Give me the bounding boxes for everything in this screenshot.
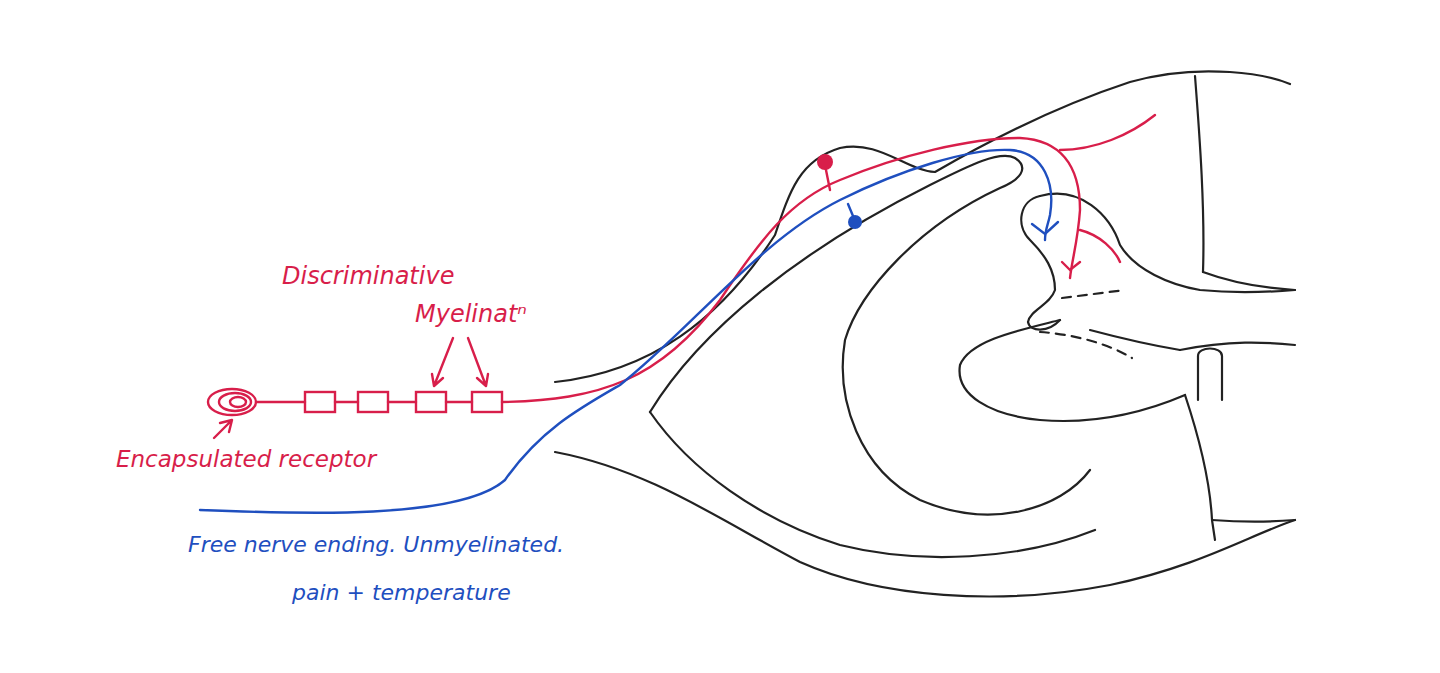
myelination-label: Myelinatⁿ <box>415 300 527 329</box>
modality-note: pain + temperature <box>292 580 511 606</box>
free-ending-note: Free nerve ending. Unmyelinated. <box>188 532 564 558</box>
fibre-type-label: Discriminative <box>282 262 454 291</box>
receptor-label: Encapsulated receptor <box>116 446 376 474</box>
